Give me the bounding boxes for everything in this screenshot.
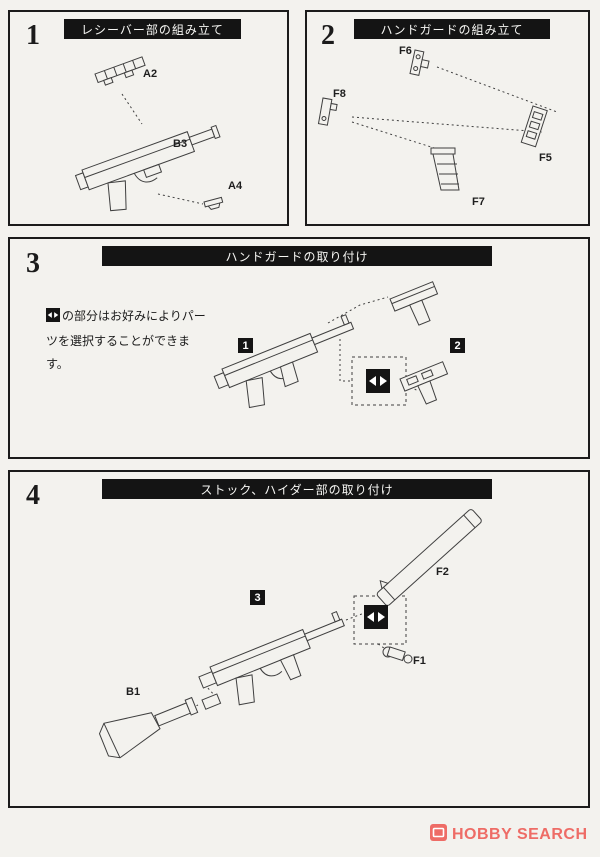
option-badge-1: 1 bbox=[238, 338, 253, 353]
handguard-assembly-diagram bbox=[317, 49, 558, 191]
step-title-3: ハンドガードの取り付け bbox=[102, 246, 492, 266]
part-label-f7: F7 bbox=[472, 196, 485, 208]
hobby-search-logo-icon bbox=[430, 824, 447, 846]
step-number-4: 4 bbox=[26, 480, 40, 511]
part-a2-art bbox=[94, 56, 146, 86]
part-label-b1: B1 bbox=[126, 686, 141, 698]
part-f1-art bbox=[382, 646, 413, 664]
receiver-assembly-art bbox=[213, 314, 355, 409]
hobby-search-logo: HOBBY SEARCH bbox=[430, 824, 588, 846]
part-label-b3: B3 bbox=[173, 138, 188, 150]
step-number-2: 2 bbox=[321, 20, 335, 51]
part-a4-art bbox=[203, 196, 224, 210]
option-badge-2: 2 bbox=[450, 338, 465, 353]
step-title-4: ストック、ハイダー部の取り付け bbox=[102, 479, 492, 499]
swap-parts-icon bbox=[46, 307, 60, 330]
handguard-attach-diagram bbox=[213, 281, 449, 409]
handguard-option2-art bbox=[399, 361, 449, 405]
assembly-badge-3: 3 bbox=[250, 590, 265, 605]
step-title-1: レシーバー部の組み立て bbox=[64, 19, 241, 39]
part-label-a2: A2 bbox=[143, 68, 158, 80]
part-f2-art bbox=[376, 509, 482, 606]
part-label-f5: F5 bbox=[539, 152, 552, 164]
option-note: の部分はお好みによりパーツを選択することができます。 bbox=[46, 305, 208, 375]
part-label-f2: F2 bbox=[436, 566, 449, 578]
step-panel-handguard-assembly: 2 ハンドガードの組み立て bbox=[305, 10, 590, 226]
part-b1-art bbox=[98, 696, 199, 759]
receiver-assembly-diagram bbox=[74, 56, 224, 212]
part-label-a4: A4 bbox=[228, 180, 243, 192]
part-label-f1: F1 bbox=[413, 655, 426, 667]
swap-parts-icon bbox=[366, 369, 390, 398]
hobby-search-logo-text: HOBBY SEARCH bbox=[452, 826, 588, 843]
part-f8-art bbox=[317, 97, 338, 126]
part-label-f6: F6 bbox=[399, 45, 412, 57]
step-panel-handguard-attach: 3 ハンドガードの取り付け bbox=[8, 237, 590, 459]
stock-hider-attach-diagram bbox=[98, 509, 482, 759]
step-number-1: 1 bbox=[26, 20, 40, 51]
part-b3-art bbox=[74, 124, 221, 212]
part-f7-art bbox=[430, 147, 460, 191]
step-title-2: ハンドガードの組み立て bbox=[354, 19, 550, 39]
gun-assembly-art bbox=[198, 610, 345, 706]
part-f6-art bbox=[409, 49, 430, 76]
option-note-text: の部分はお好みによりパーツを選択することができます。 bbox=[46, 309, 206, 371]
part-label-f8: F8 bbox=[333, 88, 346, 100]
step-number-3: 3 bbox=[26, 248, 40, 279]
step-panel-receiver: 1 レシーバー部の組み立て bbox=[8, 10, 289, 226]
handguard-option1-art bbox=[389, 281, 439, 326]
part-f5-art bbox=[520, 105, 548, 148]
swap-parts-icon bbox=[364, 605, 388, 634]
step-panel-stock-hider-attach: 4 ストック、ハイダー部の取り付け bbox=[8, 470, 590, 808]
stock-connector-art bbox=[201, 693, 222, 710]
